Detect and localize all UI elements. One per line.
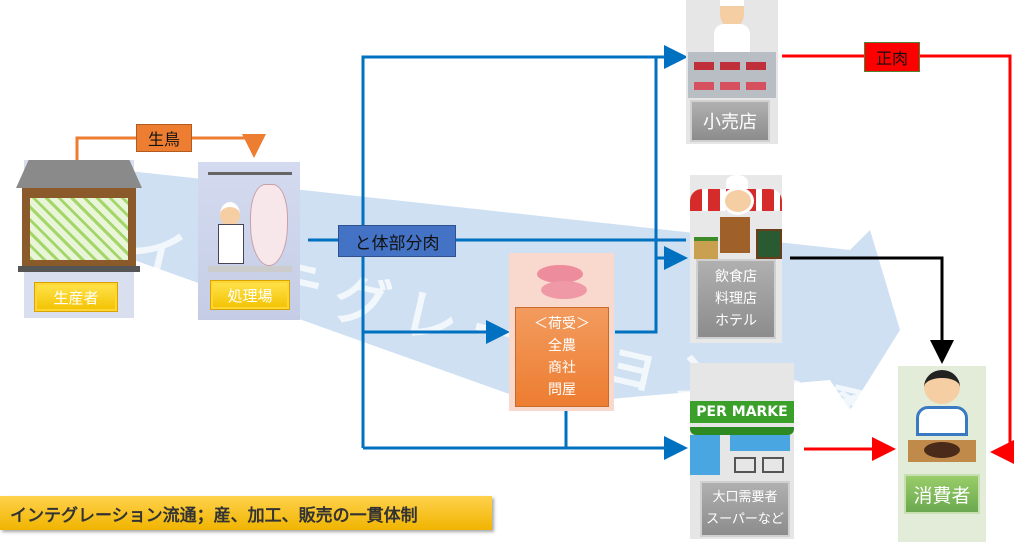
retailer-label: 小売店 xyxy=(690,100,770,142)
supermarket-sign: PER MARKE xyxy=(690,401,794,423)
supermarket-icon: PER MARKE xyxy=(690,401,794,477)
butcher-icon xyxy=(208,172,292,272)
retail-meat-tag: 正肉 xyxy=(864,42,920,72)
eating-person-icon xyxy=(906,370,978,464)
bulk-buyer-label: 大口需要者 スーパーなど xyxy=(700,481,790,537)
caption-banner: インテグレーション流通；産、加工、販売の一貫体制 xyxy=(0,496,492,530)
consumer-label: 消費者 xyxy=(904,474,980,514)
wholesaler-label: ＜荷受＞ 全農 商社 問屋 xyxy=(515,307,609,407)
carcass-parts-tag: と体部分肉 xyxy=(338,225,456,257)
bulk-buyer-line-1: 大口需要者 xyxy=(712,490,778,505)
restaurant-label: 飲食店 料理店 ホテル xyxy=(696,259,776,339)
producer-node: 生産者 xyxy=(16,160,142,318)
bulk-buyer-node: PER MARKE 大口需要者 スーパーなど xyxy=(690,363,794,539)
restaurant-to-consumer-line xyxy=(790,256,954,364)
bulk-buyer-line-2: スーパーなど xyxy=(706,512,784,527)
restaurant-line-3: ホテル xyxy=(715,313,757,329)
wholesaler-line-2: 全農 xyxy=(548,338,576,354)
meat-display-case-icon xyxy=(688,52,776,98)
wholesaler-line-4: 問屋 xyxy=(548,382,576,398)
chicken-coop-icon xyxy=(16,160,142,272)
processing-plant-node: 処理場 xyxy=(198,162,300,320)
consumer-node: 消費者 xyxy=(898,366,986,542)
wholesaler-line-3: 商社 xyxy=(548,360,576,376)
carcass-flow-to-retail xyxy=(361,45,688,448)
wholesaler-node: ＜荷受＞ 全農 商社 問屋 xyxy=(509,253,614,411)
carcass-flow-vertical-right xyxy=(615,57,658,334)
wholesaler-line-1: ＜荷受＞ xyxy=(534,316,590,332)
retailer-node: 小売店 xyxy=(686,0,778,144)
restaurant-line-2: 料理店 xyxy=(715,291,757,307)
restaurant-icon xyxy=(690,175,782,259)
restaurant-line-1: 飲食店 xyxy=(715,269,757,285)
meat-icon xyxy=(537,265,587,301)
restaurant-node: 飲食店 料理店 ホテル xyxy=(690,175,782,343)
live-bird-tag: 生鳥 xyxy=(136,124,192,152)
butcher-shopkeeper-icon xyxy=(714,0,750,52)
producer-label: 生産者 xyxy=(34,282,118,312)
processing-plant-label: 処理場 xyxy=(210,280,290,310)
